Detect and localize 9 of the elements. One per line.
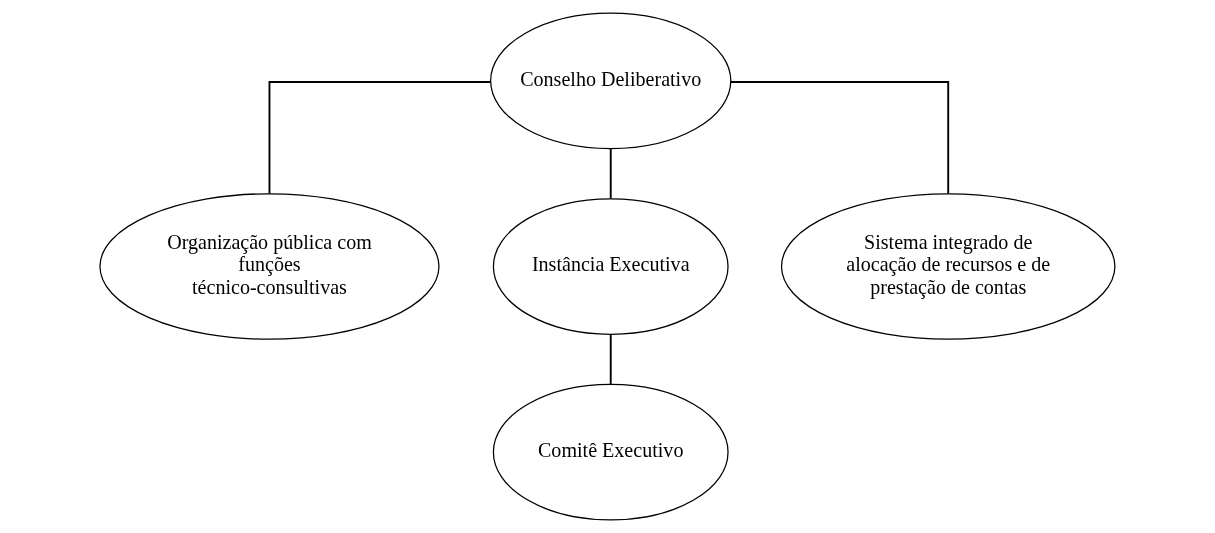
node-ellipse: Comitê Executivo	[492, 383, 729, 521]
node-ellipse: Sistema integrado de alocação de recursos e de prestação de contas	[780, 193, 1116, 340]
node-ellipse: Organização pública com funções técnico-consultivas	[99, 193, 440, 340]
connector	[609, 148, 612, 200]
connector	[268, 81, 492, 195]
node-ellipse: Instância Executiva	[492, 198, 729, 335]
node-ellipse: Conselho Deliberativo	[490, 12, 732, 150]
connector	[609, 333, 612, 386]
connector	[729, 81, 950, 195]
